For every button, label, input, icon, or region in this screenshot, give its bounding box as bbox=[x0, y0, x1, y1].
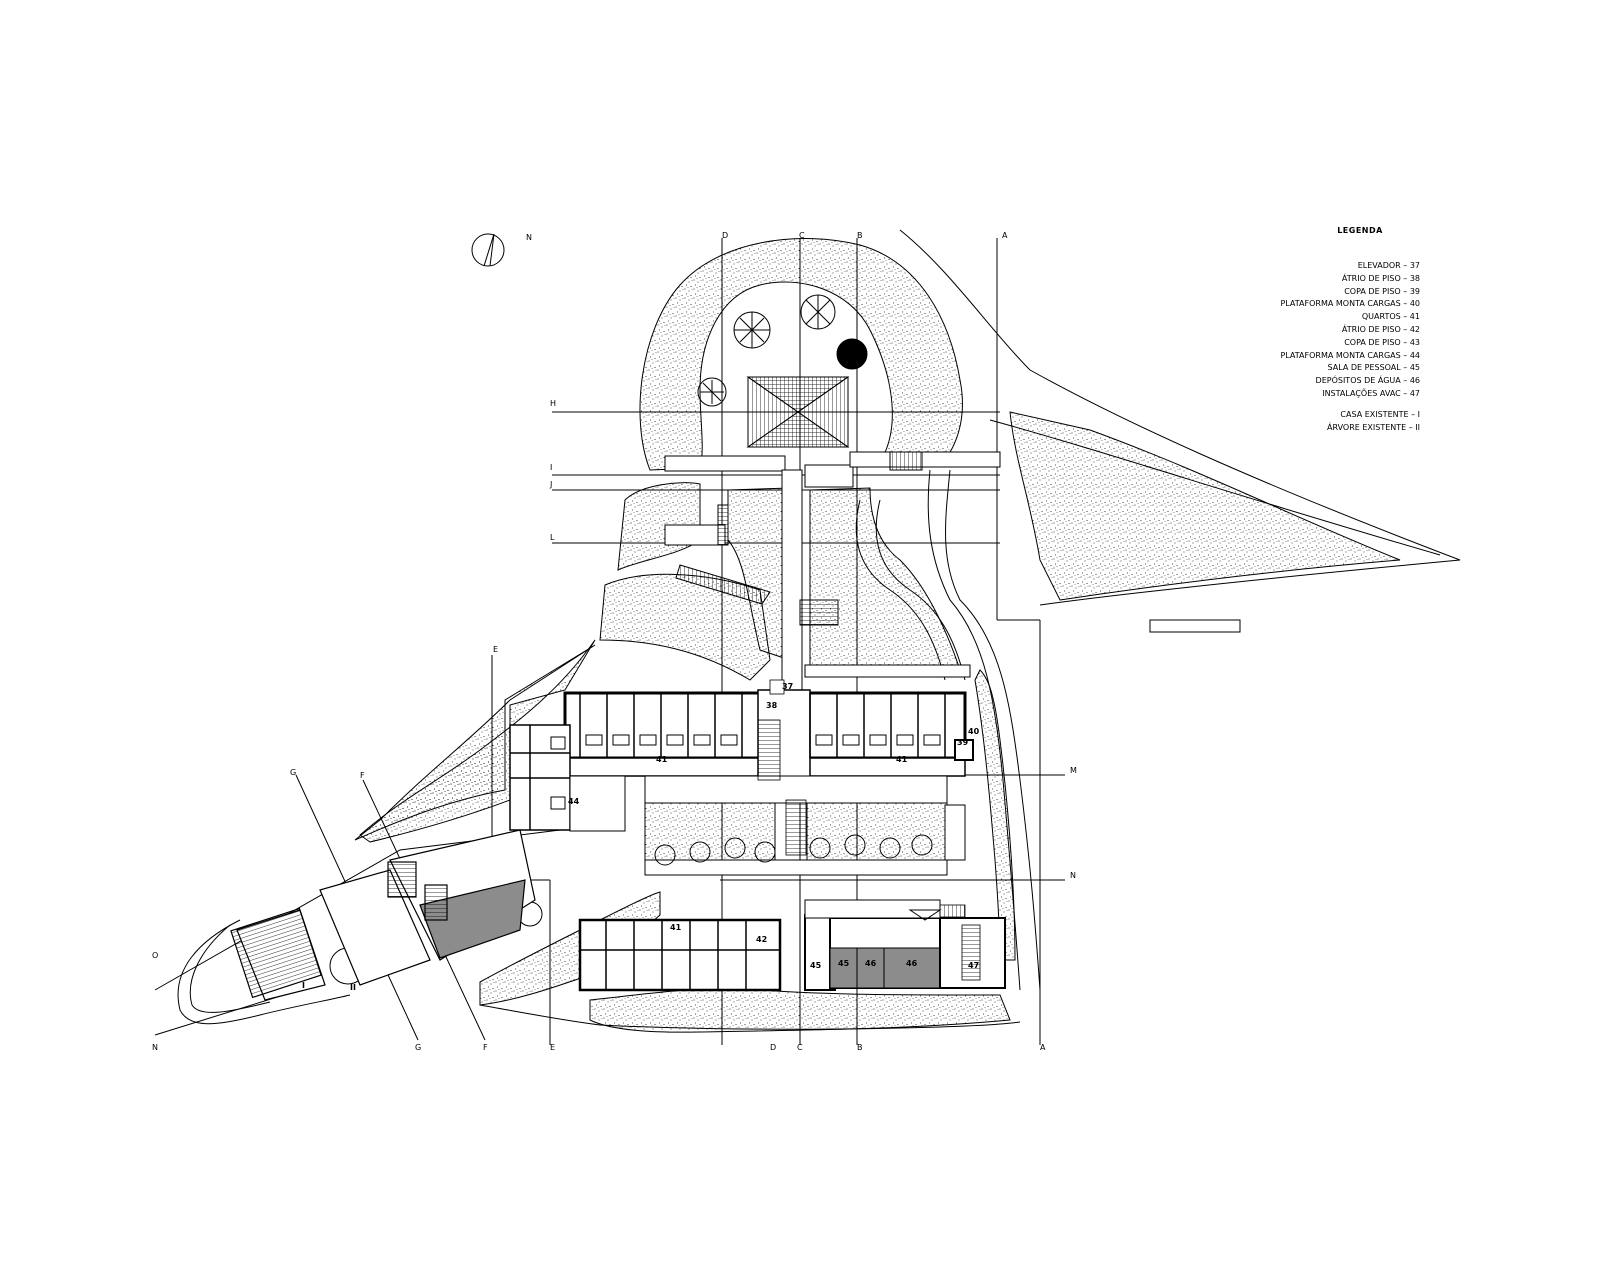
room-number: I bbox=[302, 981, 305, 990]
palm-icon bbox=[809, 837, 831, 859]
legend-item: ÁTRIO DE PISO – 38 bbox=[1341, 273, 1420, 283]
oval-garden-ring bbox=[639, 238, 963, 471]
left-slope bbox=[599, 573, 771, 681]
section-label: G bbox=[290, 768, 296, 777]
room-number: 41 bbox=[896, 755, 908, 764]
legend-item: PLATAFORMA MONTA CARGAS – 40 bbox=[1280, 299, 1420, 309]
right-embankment bbox=[1009, 411, 1401, 601]
legend-item: COPA DE PISO – 43 bbox=[1344, 337, 1420, 347]
palm-icon bbox=[654, 844, 676, 866]
courtyard-palms bbox=[654, 834, 933, 866]
room-number: 46 bbox=[865, 959, 877, 968]
room-number: 47 bbox=[968, 961, 979, 970]
section-label: A bbox=[1040, 1043, 1046, 1052]
section-label: J bbox=[549, 480, 552, 489]
section-label: I bbox=[550, 463, 552, 472]
legend-item: DEPÓSITOS DE ÁGUA – 46 bbox=[1315, 376, 1420, 386]
section-label: B bbox=[857, 231, 863, 240]
main-stairs bbox=[757, 679, 974, 856]
room-number: 39 bbox=[957, 738, 969, 747]
courtyard-garden-2 bbox=[806, 801, 948, 861]
section-label: E bbox=[493, 645, 498, 654]
room-number: 41 bbox=[670, 923, 682, 932]
section-label: L bbox=[550, 533, 555, 542]
room-number: 42 bbox=[756, 935, 767, 944]
legend-item: COPA DE PISO – 39 bbox=[1344, 286, 1420, 296]
north-arrow: N bbox=[471, 233, 532, 267]
palm-icon bbox=[911, 834, 933, 856]
tree-symbols bbox=[329, 294, 868, 985]
legend: ELEVADOR – 37 ÁTRIO DE PISO – 38 COPA DE… bbox=[1220, 260, 1420, 434]
east-lower-slope bbox=[974, 669, 1016, 961]
north-label: N bbox=[526, 233, 532, 242]
section-label: A bbox=[1002, 231, 1008, 240]
room-number: II bbox=[350, 983, 356, 992]
lower-building bbox=[578, 899, 1006, 992]
tree-icon bbox=[697, 377, 727, 407]
room-number: 38 bbox=[766, 701, 778, 710]
legend-item: PLATAFORMA MONTA CARGAS – 44 bbox=[1280, 350, 1420, 360]
room-number-labels: 37 38 39 40 41 41 41 42 44 45 45 46 46 4… bbox=[302, 682, 980, 992]
section-label: D bbox=[722, 231, 728, 240]
room-number: 46 bbox=[906, 959, 918, 968]
parking-strip bbox=[1149, 619, 1241, 633]
section-label: E bbox=[550, 1043, 555, 1052]
palm-icon bbox=[879, 837, 901, 859]
access-paths bbox=[664, 451, 1001, 721]
legend-title: LEGENDA bbox=[1337, 226, 1383, 235]
room-number: 41 bbox=[656, 755, 668, 764]
section-label: D bbox=[770, 1043, 776, 1052]
section-label: F bbox=[360, 771, 365, 780]
legend-item-existing-tree: ÁRVORE EXISTENTE – II bbox=[1326, 422, 1420, 432]
section-label: B bbox=[857, 1043, 863, 1052]
room-number: 45 bbox=[838, 959, 850, 968]
section-label: G bbox=[415, 1043, 421, 1052]
room-number: 37 bbox=[782, 682, 793, 691]
section-label-group: D C B A H I J L M N E G F O N G F E D C … bbox=[152, 231, 1077, 1052]
legend-item-existing-house: CASA EXISTENTE – I bbox=[1340, 409, 1420, 419]
west-slope-band bbox=[359, 639, 596, 843]
site-boundary bbox=[154, 229, 1461, 1036]
room-number: 40 bbox=[968, 727, 980, 736]
main-building-rooms bbox=[510, 693, 946, 830]
palm-icon bbox=[754, 841, 776, 863]
legend-item: QUARTOS – 41 bbox=[1361, 312, 1420, 322]
room-number: 44 bbox=[568, 797, 580, 806]
legend-item: SALA DE PESSOAL – 45 bbox=[1327, 363, 1421, 373]
section-label: M bbox=[1070, 766, 1077, 775]
middle-terrace-3 bbox=[809, 487, 961, 671]
palm-icon bbox=[844, 834, 866, 856]
existing-house-top bbox=[746, 376, 850, 448]
section-label: O bbox=[152, 951, 158, 960]
legend-item: INSTALAÇÕES AVAC – 47 bbox=[1322, 388, 1420, 398]
section-label: H bbox=[550, 399, 556, 408]
west-wing bbox=[230, 829, 536, 1001]
section-label: C bbox=[797, 1043, 803, 1052]
legend-item: ÁTRIO DE PISO – 42 bbox=[1341, 324, 1420, 334]
palm-icon bbox=[689, 841, 711, 863]
section-label: N bbox=[152, 1043, 158, 1052]
tree-icon bbox=[836, 338, 868, 370]
palm-icon bbox=[724, 837, 746, 859]
section-label: C bbox=[799, 231, 805, 240]
room-beds bbox=[550, 734, 941, 810]
legend-item: ELEVADOR – 37 bbox=[1357, 261, 1420, 270]
landscape-stipple bbox=[354, 238, 1401, 1033]
room-number: 45 bbox=[810, 961, 822, 970]
section-label: N bbox=[1070, 871, 1076, 880]
section-label: F bbox=[483, 1043, 488, 1052]
